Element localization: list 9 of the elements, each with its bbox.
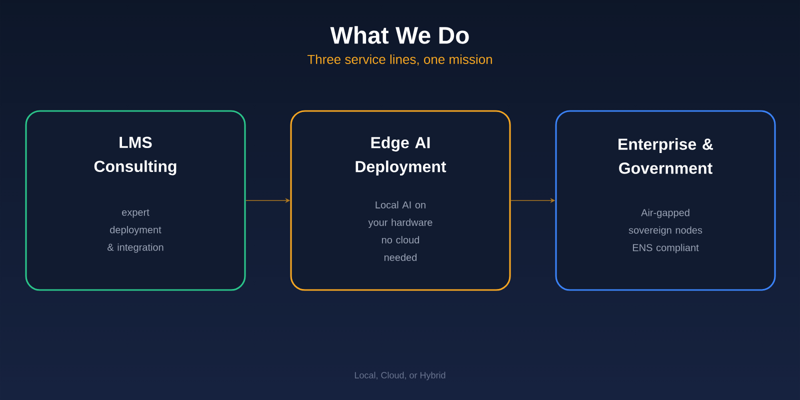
card-description: Air-gapped sovereign nodes ENS compliant bbox=[628, 208, 702, 254]
card-heading: Enterprise & Government bbox=[618, 138, 713, 174]
footer-text: Local, Cloud, or Hybrid bbox=[354, 372, 446, 380]
card-description: Local AI on your hardware no cloud needed bbox=[368, 201, 432, 261]
card-heading: LMS Consulting bbox=[94, 136, 176, 176]
card-description: expert deployment & integration bbox=[108, 209, 164, 253]
title: What We Do bbox=[330, 26, 469, 44]
subtitle: Three service lines, one mission bbox=[307, 54, 492, 66]
card-heading: Edge AI Deployment bbox=[356, 136, 446, 176]
